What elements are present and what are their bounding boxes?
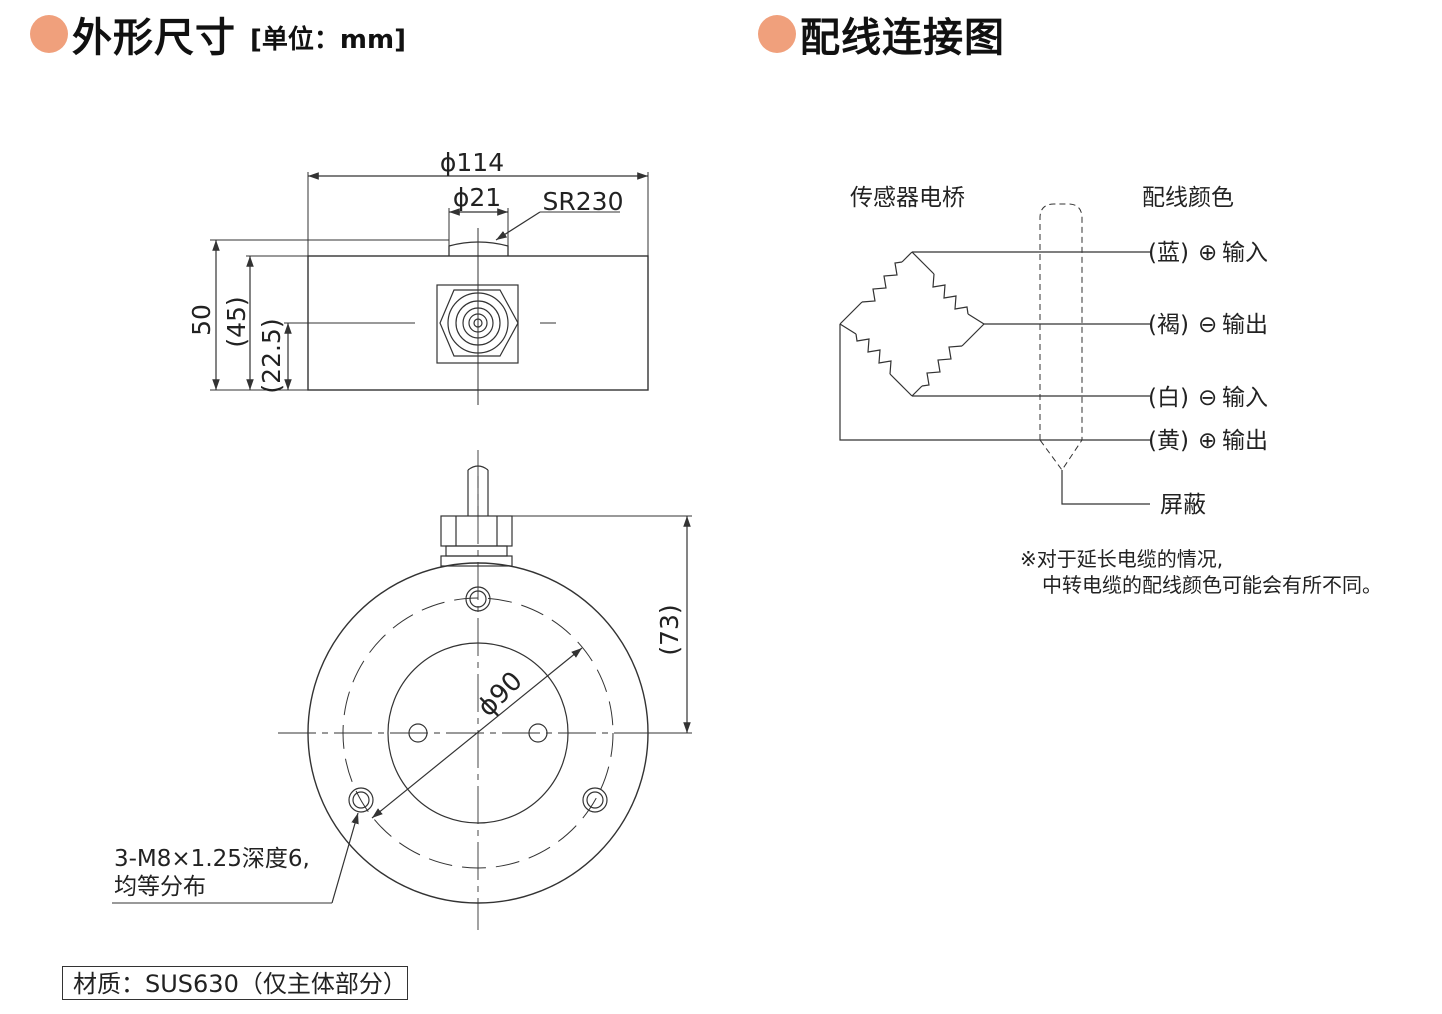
- dimensions-heading: 外形尺寸 [单位：mm]: [30, 6, 406, 62]
- unit-label: [单位：mm]: [250, 24, 406, 55]
- side-view: [210, 172, 649, 405]
- top-connector-nut: [440, 515, 513, 547]
- wire-color-3: (黄): [1148, 428, 1189, 454]
- connector-hex-nut: [439, 289, 519, 357]
- hole-note-line1: 3-M8×1.25深度6,: [114, 846, 310, 872]
- wire-yellow: [839, 324, 1150, 441]
- top-view: [112, 450, 692, 930]
- wire-color-0: (蓝): [1148, 240, 1189, 266]
- shield-label: 屏蔽: [1160, 492, 1206, 518]
- dim-diameter-21: ϕ21: [453, 183, 501, 212]
- wiring-diagram: [839, 203, 1150, 505]
- wire-signal-2: 输入: [1222, 385, 1268, 411]
- dim-height-50: 50: [187, 304, 216, 336]
- plus-icon: ⊕: [1198, 428, 1217, 454]
- dim-diameter-90: ϕ90: [472, 666, 529, 723]
- bullet-dot-icon: [30, 15, 68, 53]
- minus-icon: ⊖: [1198, 385, 1217, 411]
- dim-sr230: SR230: [543, 187, 624, 216]
- wire-color-label: 配线颜色: [1142, 185, 1234, 211]
- bridge-resistors: [839, 251, 985, 397]
- cable-shield: [1039, 203, 1083, 471]
- hole-note-line2: 均等分布: [114, 874, 206, 900]
- dim-diameter-114: ϕ114: [440, 148, 504, 177]
- minus-icon: ⊖: [1198, 312, 1217, 338]
- dim-height-45: (45): [222, 296, 251, 347]
- bridge-label: 传感器电桥: [850, 185, 965, 211]
- wire-color-2: (白): [1148, 385, 1189, 411]
- shield-wire: [1061, 470, 1150, 505]
- wire-signal-1: 输出: [1222, 312, 1268, 338]
- wire-signal-0: 输入: [1222, 240, 1268, 266]
- wire-signal-3: 输出: [1222, 428, 1268, 454]
- bullet-dot-icon: [758, 15, 796, 53]
- dimensions-title: 外形尺寸: [72, 15, 236, 61]
- wiring-heading: 配线连接图: [758, 6, 1005, 62]
- dim-height-73: (73): [655, 604, 684, 655]
- wiring-note-line2: 中转电缆的配线颜色可能会有所不同。: [1042, 573, 1382, 597]
- plus-icon: ⊕: [1198, 240, 1217, 266]
- material-box: 材质：SUS630（仅主体部分）: [62, 966, 408, 1000]
- wire-color-1: (褐): [1148, 312, 1189, 338]
- dim-height-22-5: (22.5): [257, 318, 286, 393]
- cable: [467, 470, 489, 516]
- wiring-title: 配线连接图: [800, 15, 1005, 61]
- wiring-note-line1: ※对于延长电缆的情况,: [1020, 547, 1223, 571]
